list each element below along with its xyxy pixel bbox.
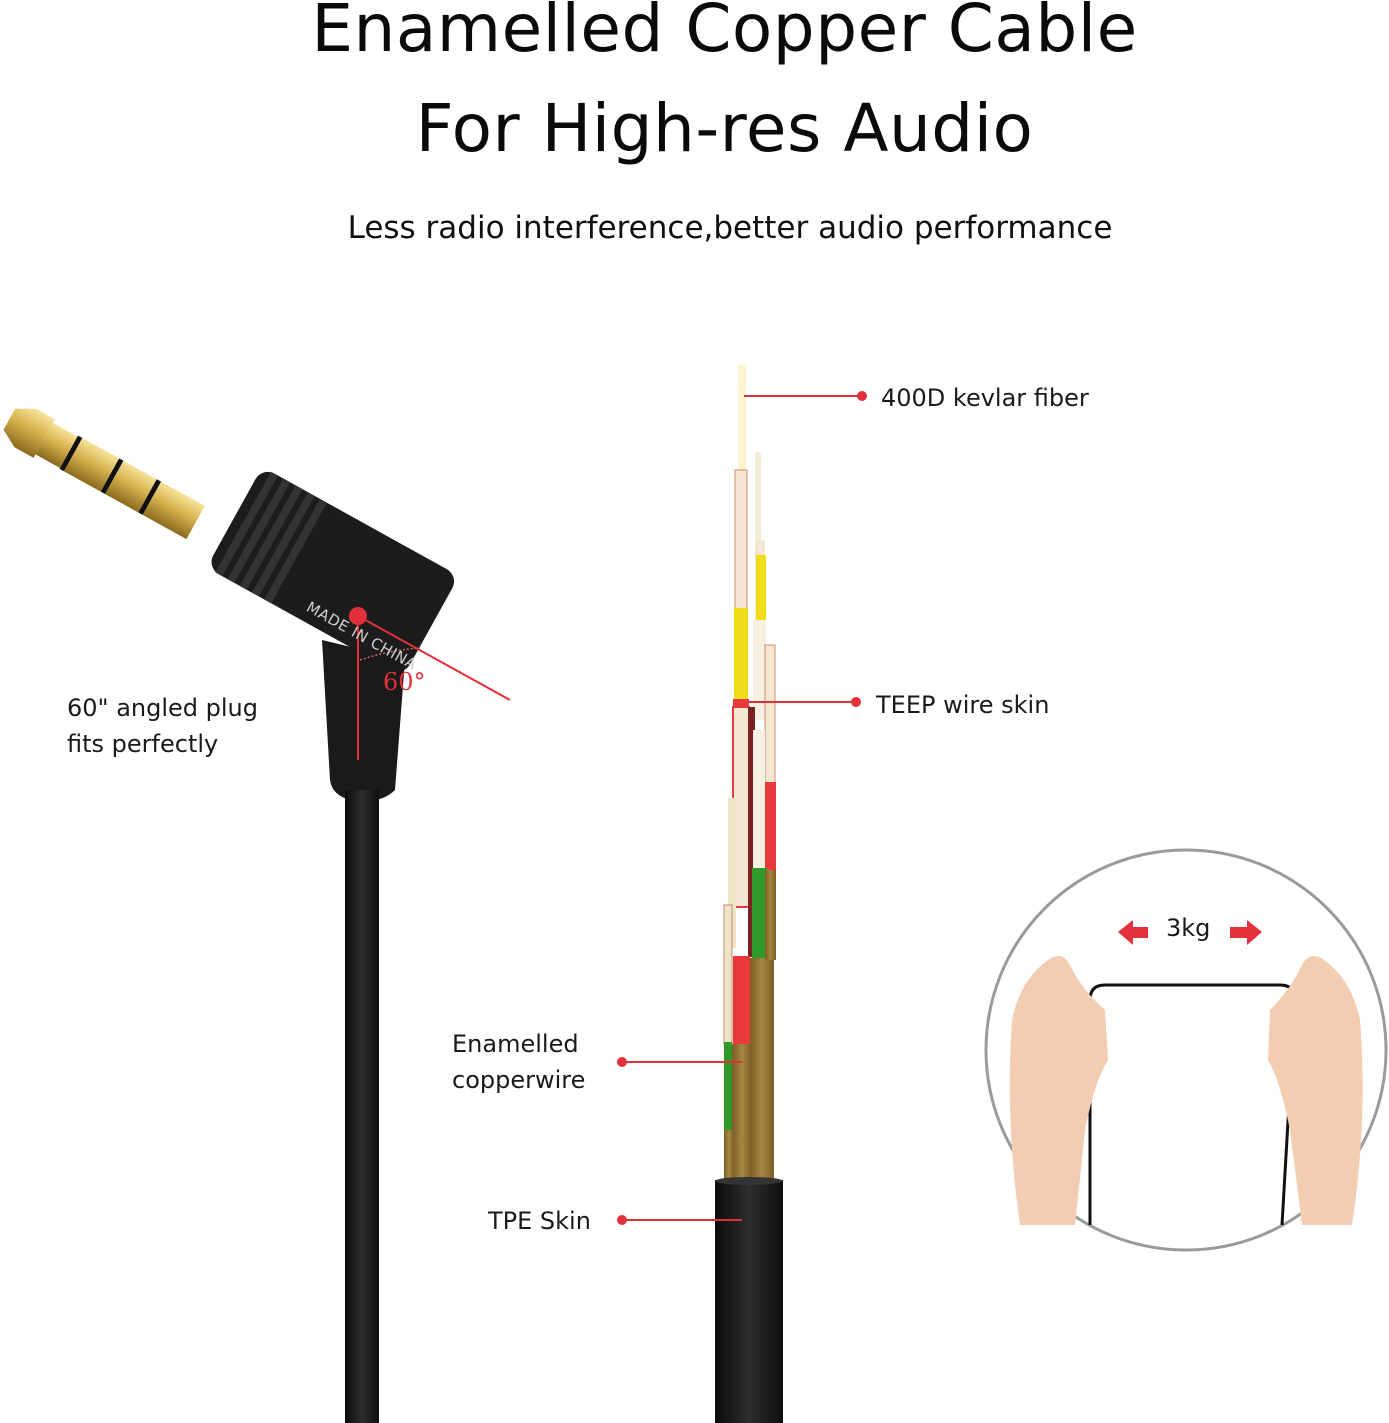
audio-plug-icon [3,408,511,1423]
callout-enamelled-line-1: Enamelled [452,1030,579,1058]
page-title-line-2: For High-res Audio [415,90,1034,167]
strength-test-icon [984,848,1388,1252]
page-subtitle: Less radio interference,better audio per… [347,210,1113,246]
plug-label-line-2: fits perfectly [67,730,219,758]
wire-bundle-icon [715,365,783,1423]
page-title-line-1: Enamelled Copper Cable [311,0,1138,67]
plug-label-line-1: 60" angled plug [67,694,259,722]
callout-teep-wire-skin: TEEP wire skin [876,691,1050,719]
callout-tpe-skin: TPE Skin [488,1207,591,1235]
strength-label: 3kg [1166,914,1211,942]
callout-kevlar-fiber: 400D kevlar fiber [881,384,1089,412]
angle-label: 60° [383,668,426,696]
callout-enamelled-line-2: copperwire [452,1066,586,1094]
